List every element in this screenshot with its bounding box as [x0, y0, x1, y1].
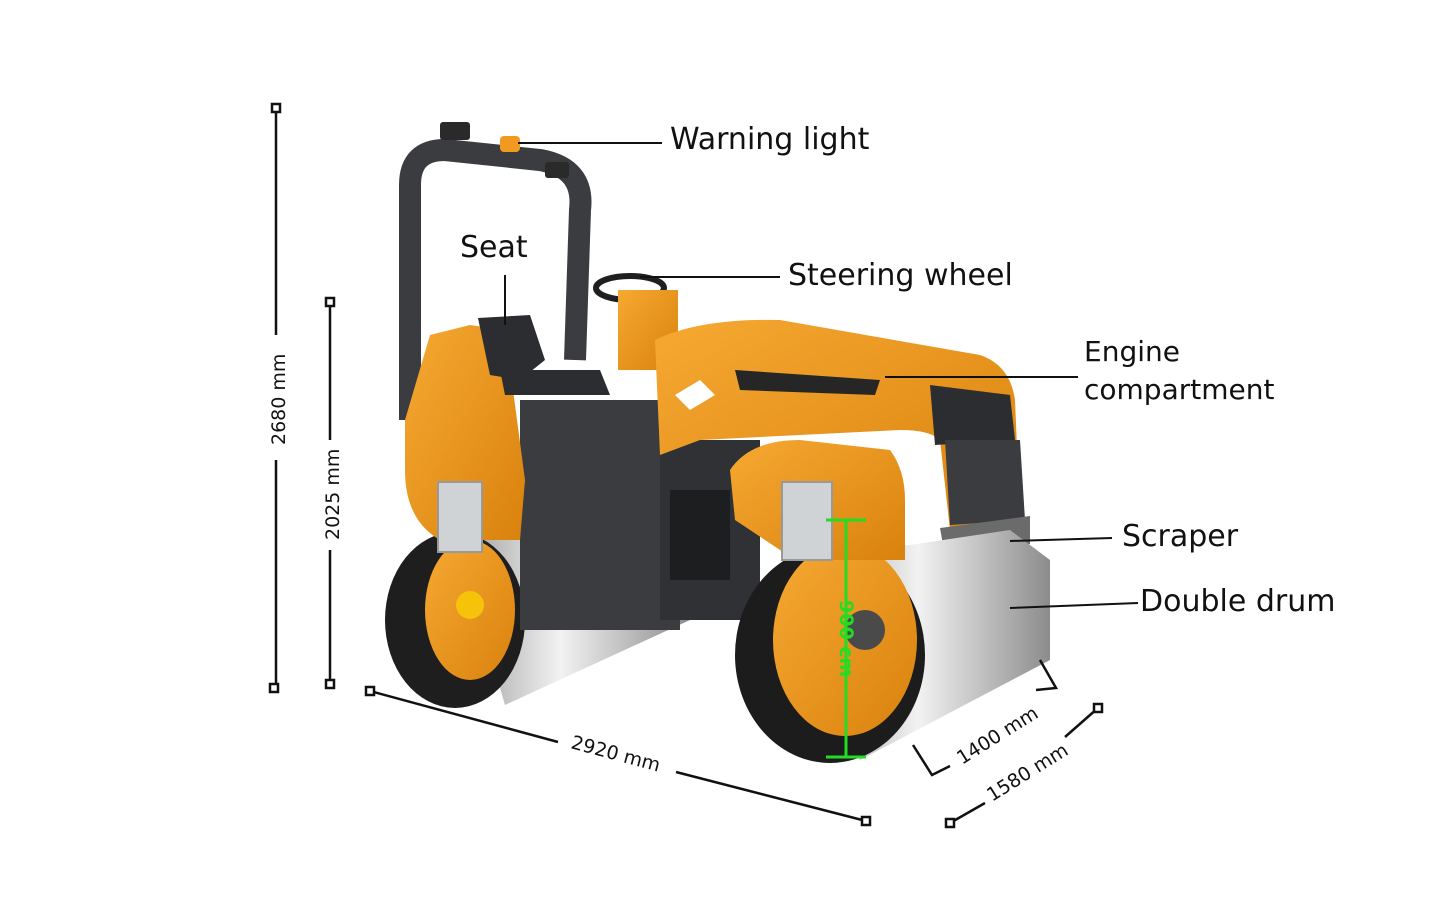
body-height-label: 2025 mm	[322, 449, 344, 540]
operator-seat	[478, 315, 610, 395]
callout-scraper: Scraper	[1122, 519, 1239, 554]
length-label: 2920 mm	[569, 732, 663, 777]
overall-height-label: 2680 mm	[268, 354, 290, 445]
callout-steering-wheel: Steering wheel	[788, 258, 1013, 293]
dimension-lines	[268, 102, 1104, 829]
drum-diameter-label: 900 cm	[835, 600, 857, 677]
work-light-right	[545, 162, 569, 178]
callout-seat: Seat	[460, 230, 528, 265]
drum-diameter-marker: 900 cm	[826, 518, 866, 759]
work-light-left	[440, 122, 470, 140]
callout-leaders	[504, 142, 1139, 609]
callout-double-drum: Double drum	[1140, 584, 1336, 619]
front-fender	[730, 440, 905, 561]
rops-frame	[399, 122, 592, 420]
callout-engine-compartment: Engine compartment	[1084, 335, 1275, 406]
rear-fender	[405, 325, 525, 553]
engine-hood	[655, 319, 1025, 530]
warning-light-icon	[500, 136, 520, 152]
callout-warning-light: Warning light	[670, 122, 870, 157]
